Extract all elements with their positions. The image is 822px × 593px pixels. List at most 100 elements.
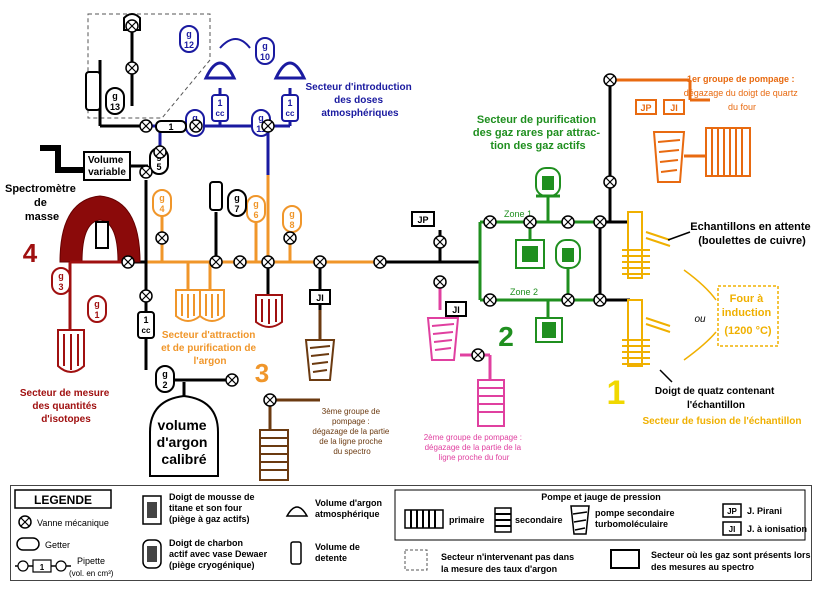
pipette-blue-2: [281, 94, 299, 122]
legend-secondary-pump-icon: [494, 507, 512, 533]
mechanical-valve[interactable]: [471, 348, 485, 362]
mechanical-valve[interactable]: [153, 145, 167, 159]
svg-text:4: 4: [159, 204, 164, 214]
mechanical-valve[interactable]: [121, 255, 135, 269]
jp-gauge-main-label: JP: [417, 215, 428, 225]
legend-getter-label: Getter: [45, 540, 70, 550]
getter-g6: g 6: [246, 195, 266, 223]
mechanical-valve[interactable]: [189, 119, 203, 133]
mechanical-valve[interactable]: [483, 293, 497, 307]
pipette-blue-2-value: 1: [287, 98, 292, 108]
getter-g1: g 1: [87, 295, 107, 323]
svg-text:g: g: [253, 199, 259, 209]
legend-dashed-icon: [404, 549, 428, 571]
ion-gauge-pumping2: [445, 301, 467, 317]
pumping1-lines: [610, 78, 710, 102]
spectrometer-magnet: [59, 195, 141, 263]
legend-argon-atm-label: Volume d'argon atmosphérique: [315, 498, 385, 519]
pipette-blue-2-unit: cc: [286, 109, 295, 118]
ion-gauge-pumping2-label: JI: [452, 305, 460, 315]
legend-mousse-label: Doigt de mousse de titane et son four (p…: [169, 492, 257, 524]
pumping1-title: 1er groupe de pompage : dégazage du doig…: [684, 74, 801, 112]
mechanical-valve[interactable]: [313, 255, 327, 269]
svg-text:1: 1: [94, 310, 99, 320]
mechanical-valve[interactable]: [561, 215, 575, 229]
pipette-argon-value: 1: [143, 315, 148, 325]
ji-gauge-pumping1: [663, 99, 685, 115]
mechanical-valve[interactable]: [561, 293, 575, 307]
green-trap-zone2: [535, 317, 563, 343]
argon-calibrated-volume: [149, 394, 219, 477]
induction-furnace-box: [717, 285, 779, 347]
pumping2-title: 2ème groupe de pompage : dégazage de la …: [424, 433, 525, 462]
jp-gauge-pumping1-label: JP: [640, 103, 651, 113]
getter-g2: g 2: [155, 365, 175, 393]
mechanical-valve[interactable]: [139, 165, 153, 179]
sector-number-1: 1: [607, 374, 626, 412]
ion-gauge-pumping3: [309, 289, 331, 305]
svg-text:g: g: [159, 193, 165, 203]
mechanical-valve[interactable]: [139, 119, 153, 133]
mechanical-valve[interactable]: [283, 231, 297, 245]
mechanical-valve[interactable]: [433, 275, 447, 289]
mechanical-valve[interactable]: [155, 231, 169, 245]
legend-secondary-label: secondaire: [515, 515, 563, 525]
mechanical-valve[interactable]: [125, 61, 139, 75]
mechanical-valve[interactable]: [373, 255, 387, 269]
svg-text:5: 5: [156, 162, 161, 172]
legend-pipette-value: 1: [40, 563, 45, 572]
furnace-or-label: ou: [694, 314, 706, 325]
mechanical-valve[interactable]: [433, 235, 447, 249]
svg-text:8: 8: [289, 220, 294, 230]
svg-text:g: g: [192, 113, 198, 123]
svg-text:g: g: [234, 193, 240, 203]
spectrometer-label: Spectromètre de masse: [5, 183, 79, 223]
legend-primary-label: primaire: [449, 515, 485, 525]
legend-ji-icon: [722, 521, 742, 536]
svg-text:10: 10: [260, 52, 270, 62]
detente-volume-orange: [209, 181, 223, 211]
quartz-finger-lower: [622, 299, 671, 367]
mechanical-valve[interactable]: [125, 19, 139, 33]
argon-calibrated-label: volume d'argon calibré: [157, 417, 212, 467]
svg-text:7: 7: [234, 204, 239, 214]
legend-detente-label: Volume de detente: [315, 542, 362, 563]
pumping3-title: 3ème groupe de pompage : dégazage de la …: [312, 407, 391, 456]
mechanical-valve[interactable]: [593, 293, 607, 307]
mechanical-valve[interactable]: [483, 215, 497, 229]
svg-text:g: g: [112, 91, 118, 101]
mechanical-valve[interactable]: [139, 289, 153, 303]
quartz-finger-label: Doigt de quatz contenant l'échantillon: [655, 386, 777, 411]
mechanical-valve[interactable]: [233, 255, 247, 269]
mechanical-valve[interactable]: [263, 393, 277, 407]
getter-g12: g 12: [179, 25, 199, 53]
sector-number-4: 4: [23, 238, 38, 268]
mechanical-valve[interactable]: [261, 255, 275, 269]
fusion-sector-title: Secteur de fusion de l'échantillon: [642, 416, 801, 427]
legend-getter-icon: [16, 537, 40, 551]
mechanical-valve[interactable]: [603, 73, 617, 87]
legend-charbon-label: Doigt de charbon actif avec vase Dewaer …: [169, 538, 270, 570]
getter-g8: g 8: [282, 205, 302, 233]
pipette-blue-1: [211, 94, 229, 122]
introduction-sector-title: Secteur d'introduction des doses atmosph…: [305, 82, 414, 119]
getter-g10: g 10: [255, 37, 275, 65]
legend-ji-icon-label: JI: [729, 525, 736, 534]
mechanical-valve[interactable]: [209, 255, 223, 269]
legend-turbo-label: pompe secondaire turbomoléculaire: [595, 508, 677, 529]
volume-variable-connector: [40, 145, 84, 173]
mechanical-valve[interactable]: [261, 119, 275, 133]
svg-text:3: 3: [58, 282, 63, 292]
jp-gauge-pumping1: [635, 99, 657, 115]
mechanical-valve[interactable]: [523, 215, 537, 229]
legend-title: LEGENDE: [34, 493, 92, 507]
mechanical-valve[interactable]: [603, 175, 617, 189]
svg-text:11: 11: [256, 124, 266, 134]
svg-text:13: 13: [110, 102, 120, 112]
legend-jp-icon-label: JP: [727, 507, 737, 516]
samples-label: Echantillons en attente (boulettes de cu…: [690, 221, 813, 247]
mechanical-valve[interactable]: [225, 373, 239, 387]
legend-detente-icon: [290, 541, 302, 565]
mechanical-valve[interactable]: [593, 215, 607, 229]
